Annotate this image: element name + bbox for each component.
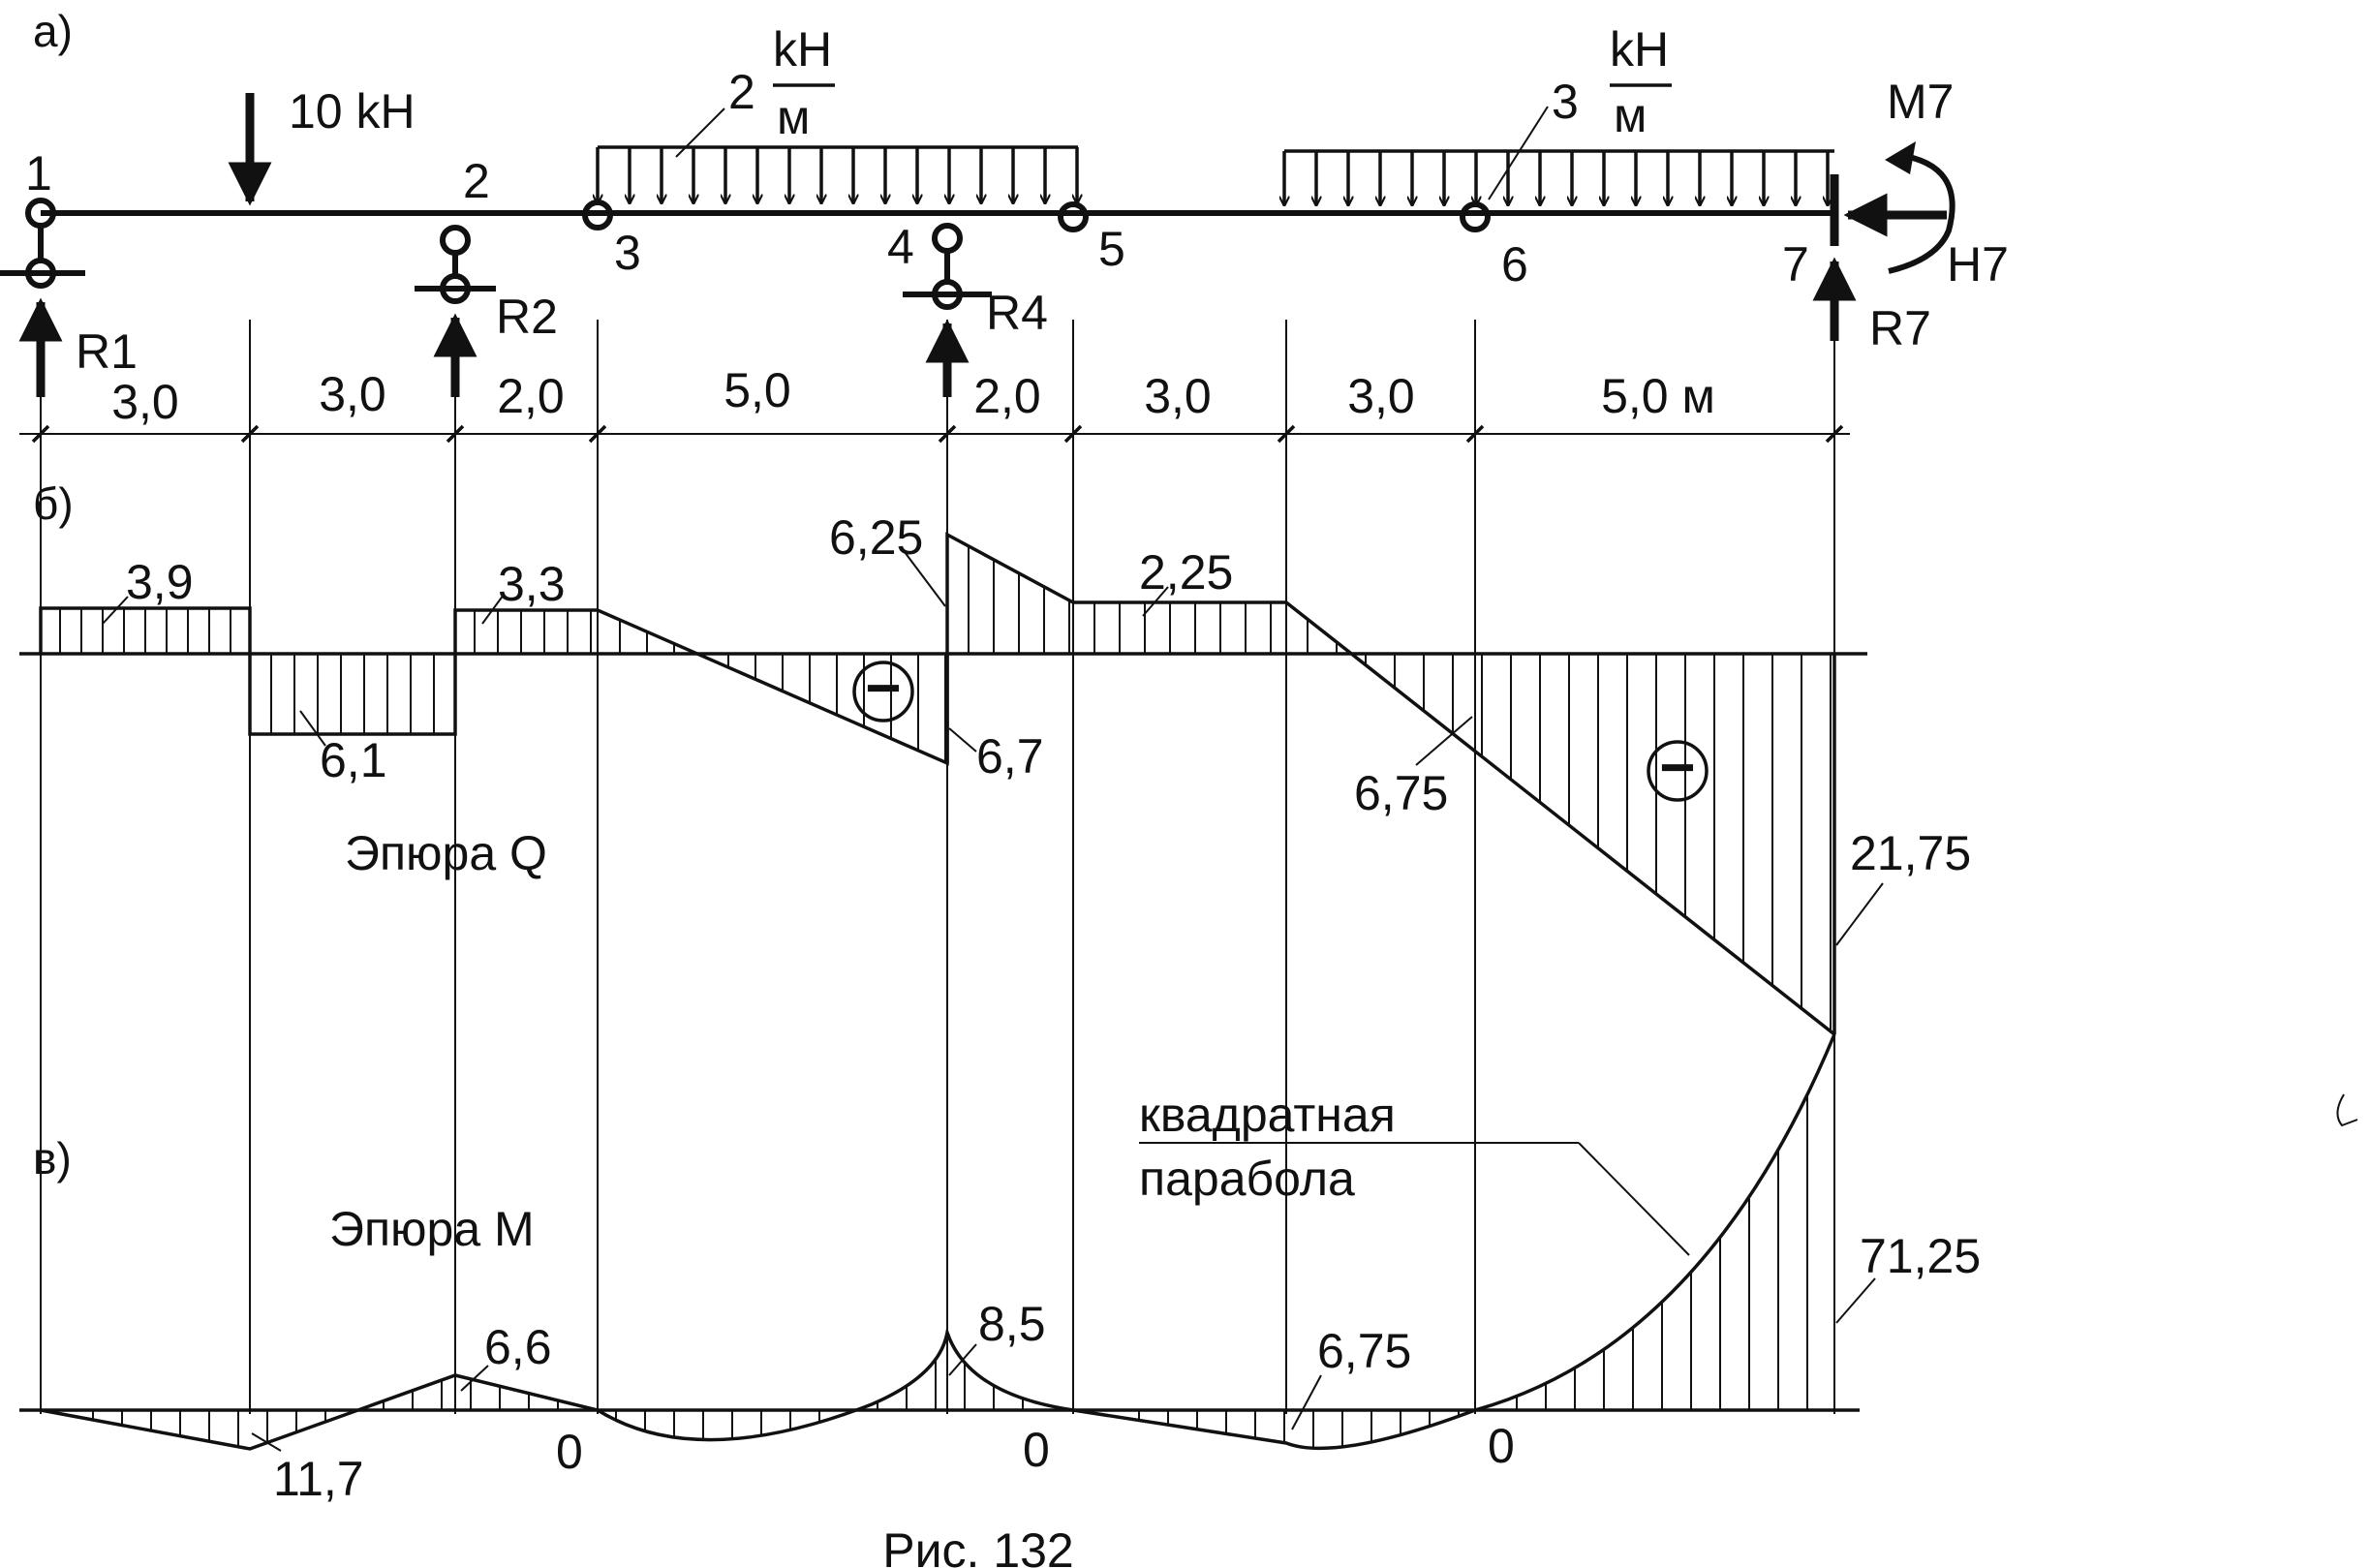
node-2: 2 bbox=[463, 154, 490, 208]
bending-moment-diagram: 11,7 6,6 0 8,5 0 6,75 0 71,25 квадратная… bbox=[19, 1033, 1981, 1506]
dist-load-2-unit-top: kH bbox=[1610, 22, 1669, 77]
span-3: 2,0 bbox=[497, 369, 565, 423]
span-7: 3,0 bbox=[1347, 369, 1415, 423]
q-value-3-9: 3,9 bbox=[126, 555, 194, 609]
node-5: 5 bbox=[1098, 222, 1125, 276]
distributed-load-2: 2 kH м bbox=[598, 22, 1078, 203]
dimension-line: 3,0 3,0 2,0 5,0 2,0 3,0 3,0 5,0 м bbox=[19, 363, 1850, 444]
dist-load-1-value: 2 bbox=[728, 65, 755, 119]
panel-label-b: б) bbox=[33, 478, 74, 529]
vertical-reference-lines bbox=[40, 320, 1835, 1414]
figure-caption: Рис. 132 bbox=[882, 1523, 1074, 1568]
parabola-label-line-1: квадратная bbox=[1139, 1088, 1396, 1142]
point-load-10kh: 10 kH bbox=[228, 84, 416, 206]
support-4: 4 R4 bbox=[887, 220, 1048, 397]
dist-load-1-unit-bottom: м bbox=[777, 90, 810, 144]
dimension-tick bbox=[446, 424, 465, 444]
q-diagram-title: Эпюра Q bbox=[345, 826, 547, 880]
q-value-6-75: 6,75 bbox=[1354, 766, 1448, 820]
node-4: 4 bbox=[887, 220, 914, 274]
q-value-6-25: 6,25 bbox=[829, 510, 923, 565]
span-2: 3,0 bbox=[319, 367, 386, 421]
reaction-r1: R1 bbox=[76, 324, 138, 379]
q-value-6-7: 6,7 bbox=[976, 729, 1044, 784]
m-value-6-6: 6,6 bbox=[484, 1320, 552, 1374]
dist-load-2-unit-bottom: м bbox=[1614, 88, 1647, 142]
hinge-3: 3 bbox=[582, 200, 641, 280]
reaction-r7: R7 bbox=[1869, 301, 1931, 355]
q-value-3-3: 3,3 bbox=[498, 557, 566, 611]
panel-label-a: а) bbox=[33, 6, 73, 56]
parabola-label-line-2: парабола bbox=[1139, 1152, 1355, 1206]
span-4: 5,0 bbox=[724, 363, 791, 417]
reaction-r4: R4 bbox=[986, 286, 1048, 340]
m-value-zero-1: 0 bbox=[556, 1425, 583, 1479]
distributed-load-3: 3 kH м bbox=[1284, 22, 1834, 205]
dimension-tick bbox=[588, 424, 607, 444]
m-value-6-75: 6,75 bbox=[1317, 1324, 1411, 1378]
m-value-zero-2: 0 bbox=[1023, 1423, 1050, 1477]
reaction-h7: H7 bbox=[1947, 237, 2009, 292]
hinge-6: 6 bbox=[1460, 201, 1528, 292]
dimension-tick bbox=[1277, 424, 1296, 444]
panel-label-c: в) bbox=[33, 1133, 72, 1184]
dist-load-1-unit-top: kH bbox=[773, 22, 832, 77]
stray-mark bbox=[2336, 1093, 2358, 1127]
node-7: 7 bbox=[1782, 237, 1809, 292]
span-8: 5,0 м bbox=[1601, 369, 1715, 423]
q-value-6-1: 6,1 bbox=[320, 733, 387, 787]
dimension-tick bbox=[31, 424, 50, 444]
q-value-21-75: 21,75 bbox=[1850, 826, 1971, 880]
dimension-tick bbox=[1465, 424, 1485, 444]
dimension-tick bbox=[1063, 424, 1083, 444]
m-value-71-25: 71,25 bbox=[1860, 1229, 1981, 1283]
moment-m7: M7 bbox=[1887, 75, 1954, 129]
q-value-2-25: 2,25 bbox=[1139, 545, 1233, 600]
dimension-tick bbox=[1825, 424, 1844, 444]
support-2: 2 R2 bbox=[415, 154, 558, 397]
span-5: 2,0 bbox=[973, 369, 1041, 423]
m-diagram-title: Эпюра M bbox=[329, 1202, 535, 1256]
dimension-tick bbox=[938, 424, 957, 444]
point-load-label: 10 kH bbox=[289, 84, 416, 138]
shear-force-diagram: 3,9 6,1 3,3 6,25 6,7 2,25 6,75 21,75 − −… bbox=[19, 510, 1971, 1036]
reaction-r2: R2 bbox=[496, 290, 558, 344]
node-3: 3 bbox=[614, 226, 641, 280]
dist-load-2-value: 3 bbox=[1552, 75, 1579, 129]
m-value-11-7: 11,7 bbox=[273, 1452, 364, 1506]
m-value-zero-3: 0 bbox=[1488, 1419, 1515, 1473]
q-sign-minus-2: − bbox=[1659, 732, 1695, 802]
node-1: 1 bbox=[25, 146, 52, 200]
span-6: 3,0 bbox=[1144, 369, 1212, 423]
dimension-tick bbox=[240, 424, 260, 444]
fixed-support-7: 7 M7 H7 R7 bbox=[1782, 75, 2009, 355]
q-sign-minus-1: − bbox=[865, 653, 901, 723]
span-1: 3,0 bbox=[111, 375, 179, 429]
node-6: 6 bbox=[1501, 237, 1528, 292]
m-value-8-5: 8,5 bbox=[978, 1297, 1046, 1351]
hinge-5: 5 bbox=[1058, 201, 1125, 276]
support-1: 1 R1 bbox=[0, 146, 138, 397]
